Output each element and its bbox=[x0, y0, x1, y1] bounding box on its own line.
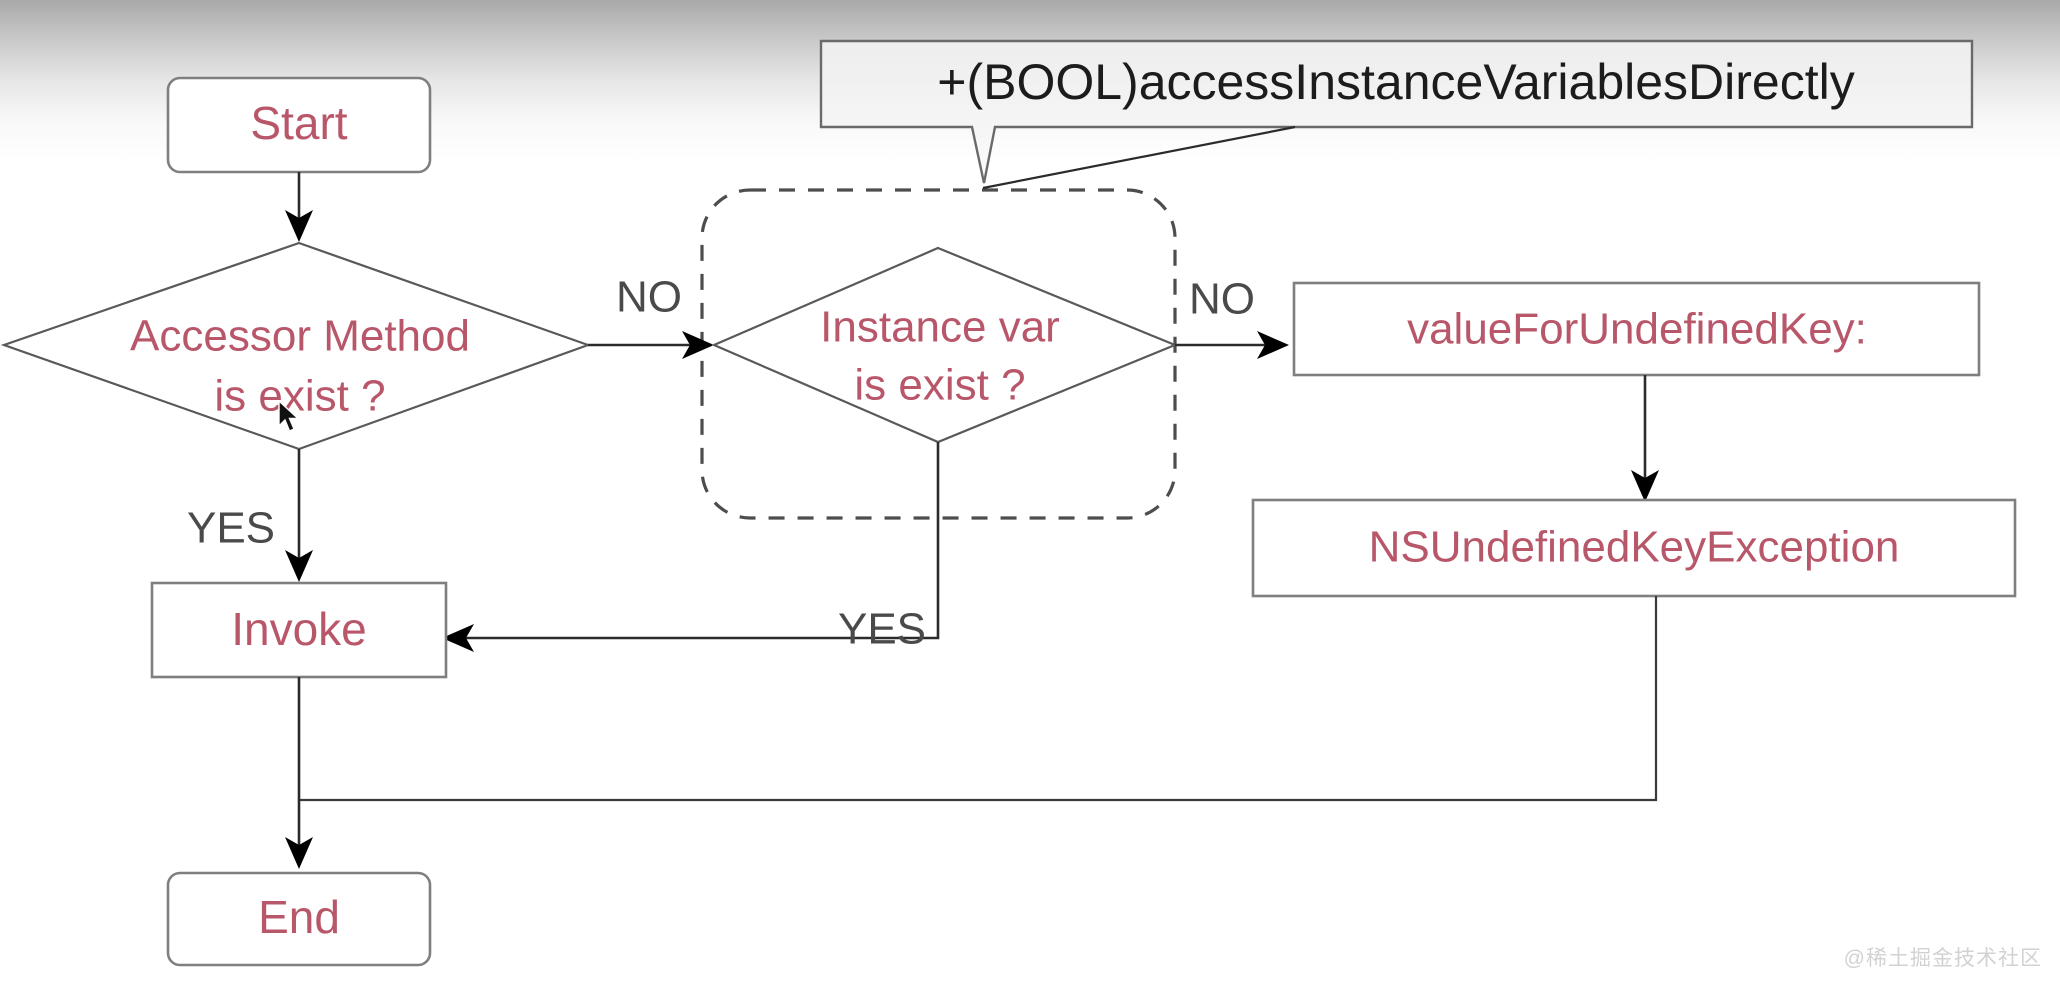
value-for-undefined-key-label: valueForUndefinedKey: bbox=[1407, 305, 1867, 354]
edge-instancevar-yes-to-invoke: YES bbox=[442, 442, 940, 654]
value-for-undefined-key-shape bbox=[1292, 281, 1981, 377]
callout-leader-line bbox=[982, 125, 1296, 190]
callout-label: +(BOOL)accessInstanceVariablesDirectly bbox=[937, 54, 1854, 110]
node-accessor-method-decision[interactable]: Accessor Method is exist ? bbox=[0, 241, 592, 451]
instance-var-decision-label-line2: is exist ? bbox=[854, 361, 1025, 410]
edge-valueforundefinedkey-to-exception bbox=[1631, 375, 1659, 502]
node-value-for-undefined-key[interactable]: valueForUndefinedKey: bbox=[1292, 281, 1981, 377]
edge-label-accessor-no: NO bbox=[616, 273, 682, 322]
ns-undefined-key-exception-label: NSUndefinedKeyException bbox=[1369, 523, 1900, 572]
end-label: End bbox=[258, 891, 340, 943]
edge-start-to-accessor bbox=[285, 172, 313, 242]
invoke-label: Invoke bbox=[231, 603, 367, 655]
accessor-decision-label-line2: is exist ? bbox=[214, 372, 385, 421]
edge-label-instancevar-no: NO bbox=[1189, 275, 1255, 324]
node-end[interactable]: End bbox=[166, 871, 432, 967]
edge-instancevar-no-to-valueforundefinedkey: NO bbox=[1175, 275, 1289, 359]
edge-accessor-yes-to-invoke: YES bbox=[187, 449, 313, 582]
node-invoke[interactable]: Invoke bbox=[150, 581, 448, 679]
node-ns-undefined-key-exception[interactable]: NSUndefinedKeyException bbox=[1251, 498, 2017, 598]
accessor-decision-label-line1: Accessor Method bbox=[130, 312, 470, 361]
callout-shape bbox=[819, 39, 1974, 184]
instance-var-decision-label-line1: Instance var bbox=[820, 303, 1060, 352]
dashed-group-region bbox=[700, 188, 1177, 520]
edge-invoke-to-end bbox=[285, 677, 313, 869]
start-label: Start bbox=[250, 97, 347, 149]
watermark: @稀土掘金技术社区 bbox=[1843, 947, 2042, 970]
invoke-shape bbox=[150, 581, 448, 679]
edge-accessor-no-to-instancevar: NO bbox=[588, 273, 714, 359]
end-shape bbox=[166, 871, 432, 967]
ns-undefined-key-exception-shape bbox=[1251, 498, 2017, 598]
node-start[interactable]: Start bbox=[166, 76, 432, 174]
edge-exception-to-end-rail bbox=[299, 596, 1658, 802]
edge-label-accessor-yes: YES bbox=[187, 504, 275, 553]
node-instance-var-decision[interactable]: Instance var is exist ? bbox=[711, 246, 1178, 444]
edge-label-instancevar-yes: YES bbox=[838, 605, 926, 654]
callout-accessInstanceVariablesDirectly: +(BOOL)accessInstanceVariablesDirectly bbox=[819, 39, 1974, 184]
